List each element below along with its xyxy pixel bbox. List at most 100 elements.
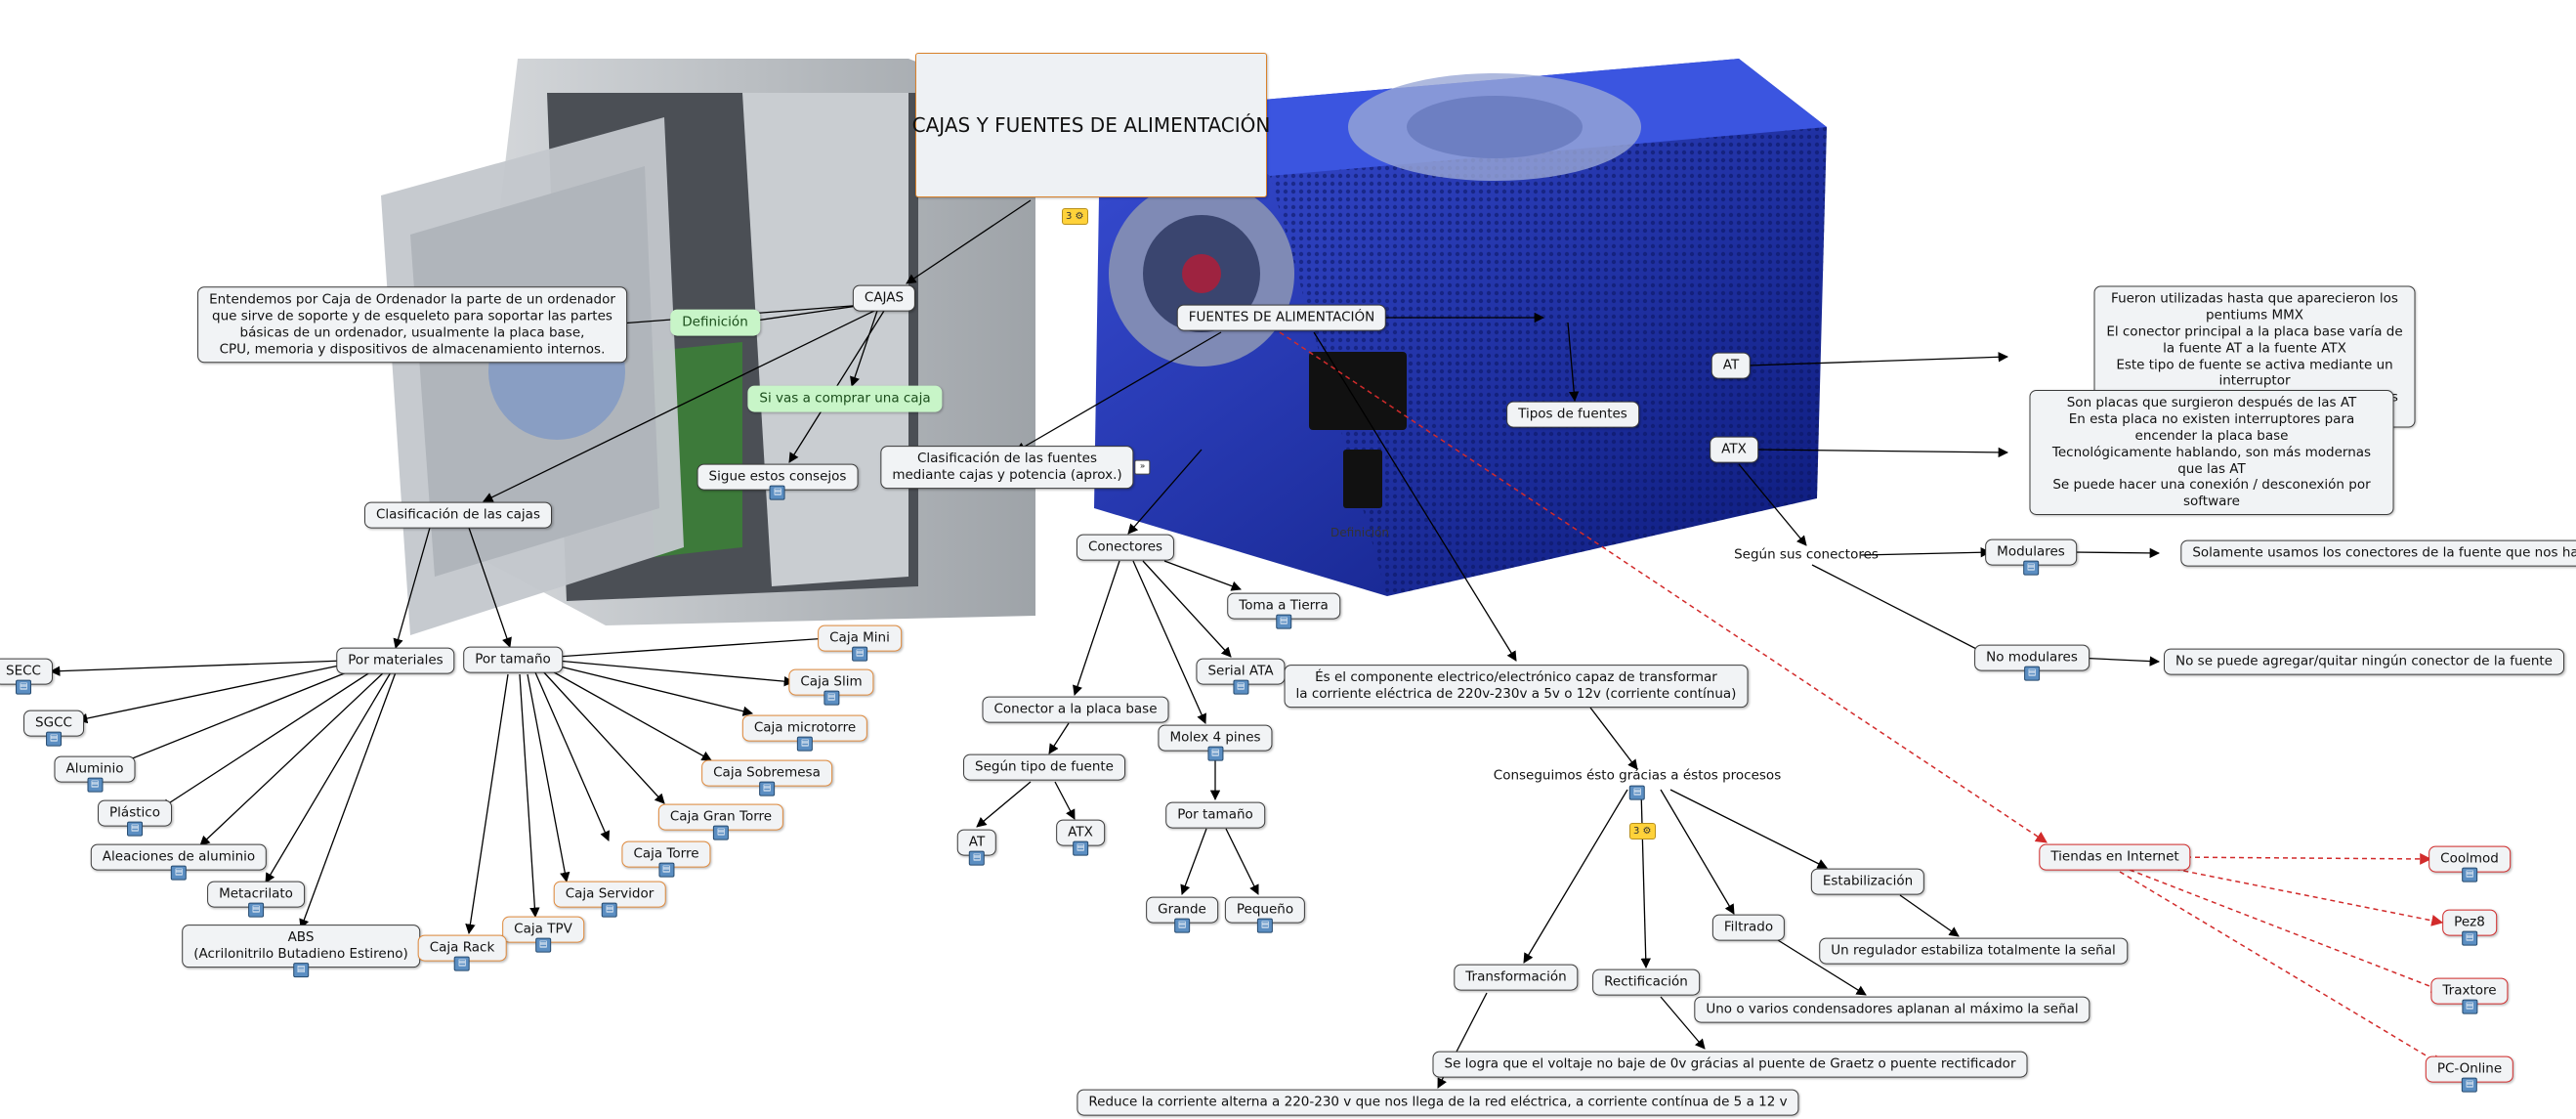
node-traxtore[interactable]: Traxtore▤: [2430, 977, 2509, 1014]
resource-list-icon[interactable]: ▤: [15, 679, 31, 695]
submap-icon[interactable]: 3 ⚙: [1629, 823, 1656, 839]
node-segun-conectores[interactable]: Según sus conectores: [1734, 546, 1879, 563]
resource-list-icon[interactable]: ▤: [534, 937, 551, 953]
resource-list-icon[interactable]: ▤: [1174, 918, 1190, 933]
node-caja-tpv[interactable]: Caja TPV▤: [502, 916, 584, 953]
node-atx-small[interactable]: ATX▤: [1056, 819, 1105, 856]
node-caja-mini[interactable]: Caja Mini▤: [818, 624, 902, 662]
resource-list-icon[interactable]: ▤: [602, 902, 617, 918]
node-metacrilato[interactable]: Metacrilato▤: [207, 881, 305, 918]
resource-list-icon[interactable]: ▤: [2462, 867, 2477, 882]
node-conectores[interactable]: Conectores: [1076, 534, 1175, 561]
resource-list-icon[interactable]: ▤: [2461, 930, 2477, 946]
node-definicion-cajas-text[interactable]: Entendemos por Caja de Ordenador la part…: [197, 286, 627, 363]
node-conseguimos[interactable]: Conseguimos ésto grácias a éstos proceso…: [1494, 768, 1781, 800]
node-grande[interactable]: Grande▤: [1146, 896, 1218, 933]
node-fuentes[interactable]: FUENTES DE ALIMENTACIÓN: [1176, 304, 1387, 331]
node-secc[interactable]: SECC▤: [0, 658, 53, 695]
node-rectificacion[interactable]: Rectificación: [1592, 968, 1700, 996]
node-definicion-cajas[interactable]: Definición: [670, 309, 760, 336]
resource-list-icon[interactable]: ▤: [1073, 840, 1088, 856]
resource-list-icon[interactable]: ▤: [1206, 746, 1223, 761]
node-clasificacion-fuentes[interactable]: Clasificación de las fuentes mediante ca…: [880, 446, 1151, 489]
node-se-logra[interactable]: Se logra que el voltaje no baje de 0v gr…: [1432, 1051, 2028, 1078]
resource-list-icon[interactable]: ▤: [797, 736, 813, 752]
node-caja-rack[interactable]: Caja Rack▤: [417, 934, 507, 971]
node-serial-ata[interactable]: Serial ATA▤: [1196, 658, 1286, 695]
node-at[interactable]: AT: [1710, 352, 1752, 379]
node-label: Sigue estos consejos: [708, 468, 847, 485]
node-caja-torre[interactable]: Caja Torre▤: [621, 840, 711, 878]
link-line: [850, 310, 878, 387]
node-condensadores[interactable]: Uno o varios condensadores aplanan al má…: [1694, 996, 2090, 1023]
link-line: [1640, 789, 1651, 969]
resource-list-icon[interactable]: ▤: [292, 962, 309, 977]
resource-list-icon[interactable]: ▤: [2462, 999, 2477, 1014]
node-por-tamano-cajas[interactable]: Por tamaño: [463, 646, 563, 673]
node-no-modulares-text[interactable]: No se puede agregar/quitar ningún conect…: [2164, 648, 2564, 675]
submap-icon[interactable]: 3 ⚙: [1062, 208, 1088, 225]
node-pez8[interactable]: Pez8▤: [2442, 909, 2497, 946]
resource-list-icon[interactable]: ▤: [1275, 614, 1291, 629]
resource-list-icon[interactable]: ▤: [823, 690, 839, 706]
resource-list-icon[interactable]: ▤: [171, 865, 187, 881]
node-segun-tipo[interactable]: Según tipo de fuente: [963, 753, 1125, 781]
node-plastico[interactable]: Plástico▤: [98, 799, 172, 837]
node-pc-online[interactable]: PC-Online▤: [2425, 1055, 2514, 1093]
node-at-small[interactable]: AT▤: [956, 829, 997, 866]
node-consejos[interactable]: Sigue estos consejos▤: [697, 463, 859, 500]
node-modulares-text[interactable]: Solamente usamos los conectores de la fu…: [2180, 539, 2576, 567]
resource-list-icon[interactable]: ▤: [1257, 918, 1273, 933]
node-estabilizacion[interactable]: Estabilización: [1810, 868, 1925, 895]
node-toma-tierra[interactable]: Toma a Tierra▤: [1227, 592, 1340, 629]
node-caja-servidor[interactable]: Caja Servidor▤: [553, 881, 666, 918]
resource-list-icon[interactable]: ▤: [2462, 1077, 2477, 1093]
node-reduce[interactable]: Reduce la corriente alterna a 220-230 v …: [1077, 1089, 1799, 1116]
node-atx-text[interactable]: Son placas que surgieron después de las …: [2029, 389, 2394, 516]
resource-list-icon[interactable]: ▤: [127, 821, 143, 837]
node-regulador[interactable]: Un regulador estabiliza totalmente la se…: [1819, 937, 2128, 965]
node-pequeno[interactable]: Pequeño▤: [1224, 896, 1306, 933]
resource-list-icon[interactable]: ▤: [2023, 560, 2039, 576]
node-tipos-fuentes[interactable]: Tipos de fuentes: [1506, 401, 1639, 428]
node-caja-sobremesa[interactable]: Caja Sobremesa▤: [701, 759, 832, 796]
resource-list-icon[interactable]: ▤: [851, 646, 867, 662]
node-molex[interactable]: Molex 4 pines▤: [1158, 724, 1273, 761]
node-aluminio[interactable]: Aluminio▤: [54, 755, 136, 793]
node-filtrado[interactable]: Filtrado: [1711, 914, 1786, 941]
node-caja-microtorre[interactable]: Caja microtorre▤: [741, 714, 868, 752]
node-abs[interactable]: ABS (Acrilonitrilo Butadieno Estireno)▤: [182, 925, 420, 977]
node-cajas[interactable]: CAJAS: [852, 284, 916, 312]
node-por-materiales[interactable]: Por materiales: [336, 647, 455, 674]
resource-list-icon[interactable]: ▤: [247, 902, 264, 918]
resource-list-icon[interactable]: ▤: [712, 825, 729, 840]
resource-list-icon[interactable]: ▤: [1233, 679, 1248, 695]
node-tiendas[interactable]: Tiendas en Internet: [2039, 843, 2191, 871]
resource-list-icon[interactable]: ▤: [86, 777, 103, 793]
node-caja-gran-torre[interactable]: Caja Gran Torre▤: [657, 803, 784, 840]
resource-list-icon[interactable]: ▤: [769, 485, 785, 500]
node-comprar-caja[interactable]: Si vas a comprar una caja: [747, 385, 943, 412]
node-label: PC-Online: [2436, 1060, 2503, 1077]
resource-list-icon[interactable]: ▤: [45, 731, 62, 747]
node-transformacion[interactable]: Transformación: [1454, 964, 1579, 991]
resource-list-icon[interactable]: ▤: [1629, 785, 1645, 800]
submap-link-icon[interactable]: »: [1134, 459, 1151, 475]
node-modulares[interactable]: Modulares▤: [1985, 538, 2077, 576]
node-es-componente[interactable]: És el componente electrico/electrónico c…: [1284, 665, 1749, 708]
node-no-modulares[interactable]: No modulares▤: [1974, 644, 2090, 681]
node-sgcc[interactable]: SGCC▤: [23, 710, 84, 747]
node-atx[interactable]: ATX: [1710, 436, 1758, 463]
node-aleaciones[interactable]: Aleaciones de aluminio▤: [90, 843, 268, 881]
resource-list-icon[interactable]: ▤: [2024, 666, 2040, 681]
resource-list-icon[interactable]: ▤: [657, 862, 674, 878]
node-coolmod[interactable]: Coolmod▤: [2428, 845, 2511, 882]
resource-list-icon[interactable]: ▤: [454, 956, 470, 971]
resource-list-icon[interactable]: ▤: [758, 781, 775, 796]
node-caja-slim[interactable]: Caja Slim▤: [788, 668, 874, 706]
node-clasificacion-cajas[interactable]: Clasificación de las cajas: [364, 501, 552, 529]
node-label: Molex 4 pines: [1169, 729, 1261, 746]
node-por-tamano-molex[interactable]: Por tamaño: [1165, 801, 1265, 829]
resource-list-icon[interactable]: ▤: [969, 850, 985, 866]
node-conector-placa[interactable]: Conector a la placa base: [982, 696, 1169, 723]
